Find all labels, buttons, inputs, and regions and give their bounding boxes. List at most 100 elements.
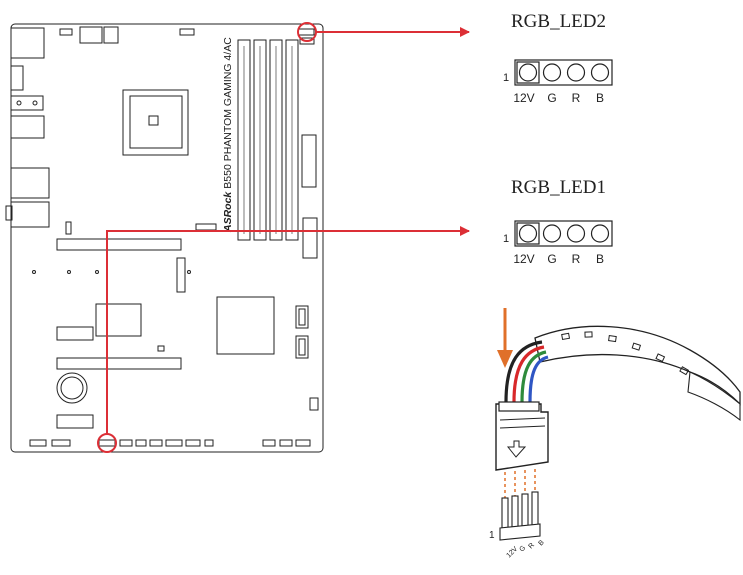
wire-black bbox=[504, 340, 543, 403]
io-block bbox=[5, 205, 13, 221]
bottom-header bbox=[295, 439, 311, 447]
cmos-battery bbox=[56, 372, 88, 404]
led-chip bbox=[561, 332, 571, 341]
cpu-socket-center bbox=[148, 115, 159, 126]
atx-24pin-connector bbox=[301, 134, 317, 188]
insert-arrow-head bbox=[497, 350, 513, 368]
small-chip bbox=[56, 414, 94, 429]
io-block bbox=[10, 65, 24, 91]
pin-label: R bbox=[572, 252, 581, 266]
atx-12v-connector bbox=[79, 26, 103, 44]
bottom-header bbox=[279, 439, 293, 447]
pin-one-marker: 1 bbox=[489, 530, 495, 541]
cpu-socket bbox=[122, 89, 189, 156]
callout-rgb-led1 bbox=[97, 226, 470, 453]
dimm-slot bbox=[237, 39, 251, 241]
sata-port-inner bbox=[298, 338, 306, 356]
motherboard-layout bbox=[5, 23, 324, 453]
dimm-slot bbox=[269, 39, 283, 241]
io-block bbox=[10, 115, 45, 139]
callout-rgb-led2 bbox=[297, 22, 470, 42]
connector-title: RGB_LED2 bbox=[511, 11, 606, 32]
pcie-slot bbox=[56, 238, 182, 251]
led-chip bbox=[679, 366, 690, 376]
sata-port bbox=[295, 305, 309, 329]
bottom-header bbox=[135, 439, 147, 447]
atx-4pin-connector bbox=[103, 26, 119, 44]
pin-label: B bbox=[596, 91, 604, 105]
board-outline bbox=[10, 23, 324, 453]
pin-label: B bbox=[596, 252, 604, 266]
sata-port bbox=[295, 335, 309, 359]
wire-blue bbox=[528, 355, 549, 403]
pcie-slot bbox=[56, 357, 182, 370]
pinout-rgb-led2: RGB_LED2 1 12V G R B bbox=[503, 11, 613, 105]
motherboard-header-pins bbox=[499, 491, 541, 541]
pin-1-square bbox=[516, 61, 540, 84]
pin bbox=[566, 63, 586, 82]
small-chip bbox=[157, 345, 165, 352]
pinout-rgb-led1: RGB_LED1 1 12V G R B bbox=[503, 177, 613, 266]
header-block bbox=[65, 221, 72, 235]
pin bbox=[542, 224, 562, 243]
header-pin-label: R bbox=[527, 542, 536, 551]
m2-heatsink bbox=[95, 303, 142, 337]
led-chip bbox=[631, 342, 642, 351]
pin-1-square bbox=[516, 222, 540, 245]
io-block bbox=[10, 167, 50, 199]
bottom-header bbox=[185, 439, 201, 447]
bottom-header bbox=[119, 439, 133, 447]
pin bbox=[518, 63, 538, 82]
pin-one-marker: 1 bbox=[503, 233, 509, 245]
header-block bbox=[309, 397, 319, 411]
pin-label: 12V bbox=[513, 252, 534, 266]
io-block bbox=[10, 201, 50, 228]
dimm-slot bbox=[285, 39, 299, 241]
plug-arrow-icon bbox=[506, 440, 527, 458]
led-strip bbox=[534, 325, 741, 406]
bottom-header bbox=[51, 439, 71, 447]
pin bbox=[542, 63, 562, 82]
bottom-header bbox=[165, 439, 183, 447]
header-pin-label: 12V bbox=[505, 545, 519, 559]
callout-line bbox=[106, 226, 470, 434]
io-port bbox=[16, 100, 22, 106]
header-pin-label: G bbox=[518, 545, 527, 554]
led-chip bbox=[608, 335, 617, 343]
led-strip-illustration: 1 12V G R B bbox=[489, 308, 741, 559]
dimm-slot bbox=[253, 39, 267, 241]
cpu-socket-inner bbox=[129, 95, 183, 149]
pin-label: R bbox=[572, 91, 581, 105]
pin bbox=[566, 224, 586, 243]
led-chip bbox=[655, 353, 666, 363]
pin-label: G bbox=[547, 252, 556, 266]
io-block bbox=[10, 95, 44, 111]
fan-header bbox=[59, 28, 73, 36]
header-pin-label: B bbox=[537, 539, 545, 547]
wire-red bbox=[512, 345, 545, 403]
bottom-header bbox=[29, 439, 47, 447]
small-chip bbox=[299, 37, 315, 45]
led-chip bbox=[584, 331, 593, 338]
board-model-label: ASRockB550 PHANTOM GAMING 4/AC bbox=[222, 37, 234, 233]
m2-slot bbox=[176, 257, 186, 293]
bottom-header bbox=[262, 439, 276, 447]
header-outline bbox=[514, 220, 613, 247]
fan-header bbox=[179, 28, 195, 36]
pin-label: G bbox=[547, 91, 556, 105]
sata-port-inner bbox=[298, 308, 306, 326]
pin bbox=[590, 224, 610, 243]
bottom-header bbox=[204, 439, 214, 447]
header-block bbox=[302, 217, 318, 259]
bottom-header bbox=[149, 439, 163, 447]
small-chip bbox=[56, 326, 94, 341]
chipset bbox=[216, 296, 275, 355]
pin bbox=[590, 63, 610, 82]
connector-title: RGB_LED1 bbox=[511, 177, 606, 198]
pin-one-marker: 1 bbox=[503, 72, 509, 84]
cable-plug bbox=[495, 403, 549, 471]
header-outline bbox=[514, 59, 613, 86]
wire-green bbox=[520, 350, 547, 403]
pin bbox=[518, 224, 538, 243]
